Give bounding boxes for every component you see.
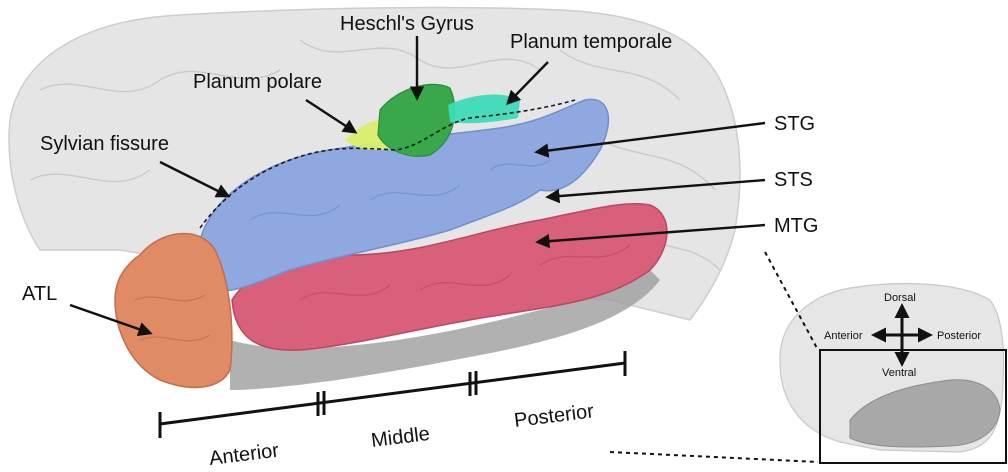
segment-anterior-label: Anterior (208, 440, 281, 470)
sts-label: STS (774, 169, 813, 191)
sylvian-fissure-label: Sylvian fissure (40, 133, 169, 155)
planum-polare-label: Planum polare (193, 71, 322, 93)
orientation-ventral-label: Ventral (882, 367, 916, 379)
atl-region (115, 234, 232, 388)
segment-posterior-label: Posterior (513, 400, 595, 432)
orientation-anterior-label: Anterior (824, 330, 863, 342)
orientation-dorsal-label: Dorsal (884, 292, 916, 304)
zoom-leader-bottom (610, 452, 818, 462)
orientation-posterior-label: Posterior (937, 330, 981, 342)
planum-temporale-label: Planum temporale (510, 31, 672, 53)
mtg-label: MTG (774, 215, 818, 237)
atl-label: ATL (22, 283, 57, 305)
segment-middle-label: Middle (370, 423, 431, 452)
heschls-gyrus-label: Heschl's Gyrus (340, 13, 474, 35)
stg-label: STG (774, 113, 815, 135)
